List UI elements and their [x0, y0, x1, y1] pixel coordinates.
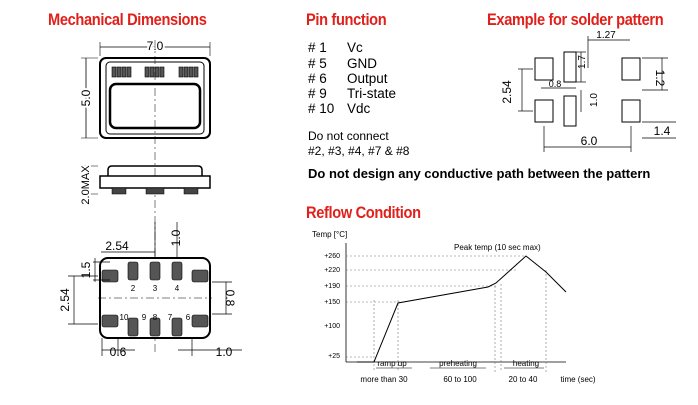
pin-number: # 10: [308, 101, 335, 116]
dim-max-height-label: 2.0MAX: [80, 165, 92, 205]
temp-tick: +220: [324, 267, 340, 274]
dim-height-label: 5.0: [79, 89, 93, 106]
dim-pad-w-side: 0.8: [223, 290, 237, 307]
pin-name: GND: [347, 56, 377, 71]
solder-pad: [621, 57, 641, 81]
do-not-connect-label: Do not connect: [308, 129, 389, 143]
solder-pad: [621, 99, 641, 123]
pin-number: # 1: [308, 40, 327, 55]
pin-number: # 6: [308, 71, 327, 86]
solder-dim-top: 1.27: [596, 30, 616, 41]
heading-solder-pattern: Example for solder pattern: [487, 10, 664, 29]
phase-label: preheating: [439, 359, 477, 368]
heading-mechanical-dimensions: Mechanical Dimensions: [48, 10, 207, 29]
temp-tick: +100: [324, 323, 340, 330]
time-axis-label: time (sec): [560, 375, 595, 384]
temp-tick: +25: [328, 353, 340, 360]
pin-name: Tri-state: [347, 86, 397, 101]
pad-number: 9: [142, 313, 147, 322]
heading-reflow-condition: Reflow Condition: [306, 203, 421, 222]
pin-name: Output: [347, 71, 388, 86]
time-range-label: 20 to 40: [509, 375, 538, 384]
time-range-label: 60 to 100: [443, 375, 477, 384]
solder-dim-right-bottom: 1.4: [654, 124, 671, 138]
dim-height: 5.0: [77, 57, 98, 139]
solder-dim-pad-len: 1.7: [577, 55, 588, 69]
reflow-y-axis-label: Temp [°C]: [312, 230, 347, 239]
pad-number: 2: [131, 284, 136, 293]
pin-row: # 5 GND: [308, 56, 377, 71]
temp-tick: +260: [324, 253, 340, 260]
pad-number: 4: [175, 284, 180, 293]
dim-max-height: 2.0MAX: [78, 163, 98, 207]
warning-text: Do not design any conductive path betwee…: [308, 166, 651, 181]
solder-pad: [534, 99, 554, 123]
heading-pin-function: Pin function: [306, 10, 387, 29]
dim-pad-edge: 0.6: [110, 345, 127, 359]
solder-pad: [534, 57, 554, 81]
solder-dim-bottom: 6.0: [581, 134, 598, 148]
pad-number: 3: [153, 284, 158, 293]
pad-number: 7: [168, 313, 173, 322]
solder-pad: [563, 95, 577, 127]
solder-dim-gap: 0.8: [549, 79, 562, 89]
time-range-label: more than 30: [360, 375, 408, 384]
solder-dim-left: 2.54: [500, 80, 514, 104]
dim-pad-len-bottom: 1.0: [216, 345, 233, 359]
pin-name: Vc: [347, 40, 363, 55]
do-not-connect-pins: #2, #3, #4, #7 & #8: [308, 144, 410, 158]
temp-tick: +150: [324, 299, 340, 306]
solder-dim-right-top: 1.2: [653, 70, 667, 87]
pin-row: # 9 Tri-state: [308, 86, 396, 101]
dim-pad-h: 1.5: [79, 261, 93, 278]
phase-label: ramp up: [377, 359, 407, 368]
pad-number: 6: [186, 313, 191, 322]
dim-pad-pitch-x: 2.54: [105, 239, 129, 253]
dim-pad-pitch-y: 2.54: [58, 288, 72, 312]
pin-row: # 1 Vc: [308, 40, 363, 55]
pin-row: # 6 Output: [308, 71, 388, 86]
pin-name: Vdc: [347, 101, 371, 116]
temp-tick: +190: [324, 283, 340, 290]
pad-number: 10: [120, 313, 129, 322]
pad-number: 8: [153, 313, 158, 322]
pin-row: # 10 Vdc: [308, 101, 370, 116]
package-side-view: [99, 165, 211, 195]
solder-pad: [563, 51, 577, 83]
phase-label: heating: [513, 359, 539, 368]
pin-number: # 5: [308, 56, 327, 71]
solder-dim-pad-w: 1.0: [589, 93, 600, 107]
peak-temp-label: Peak temp (10 sec max): [454, 243, 541, 252]
dim-pad-len-top: 1.0: [169, 229, 183, 246]
pin-number: # 9: [308, 86, 327, 101]
